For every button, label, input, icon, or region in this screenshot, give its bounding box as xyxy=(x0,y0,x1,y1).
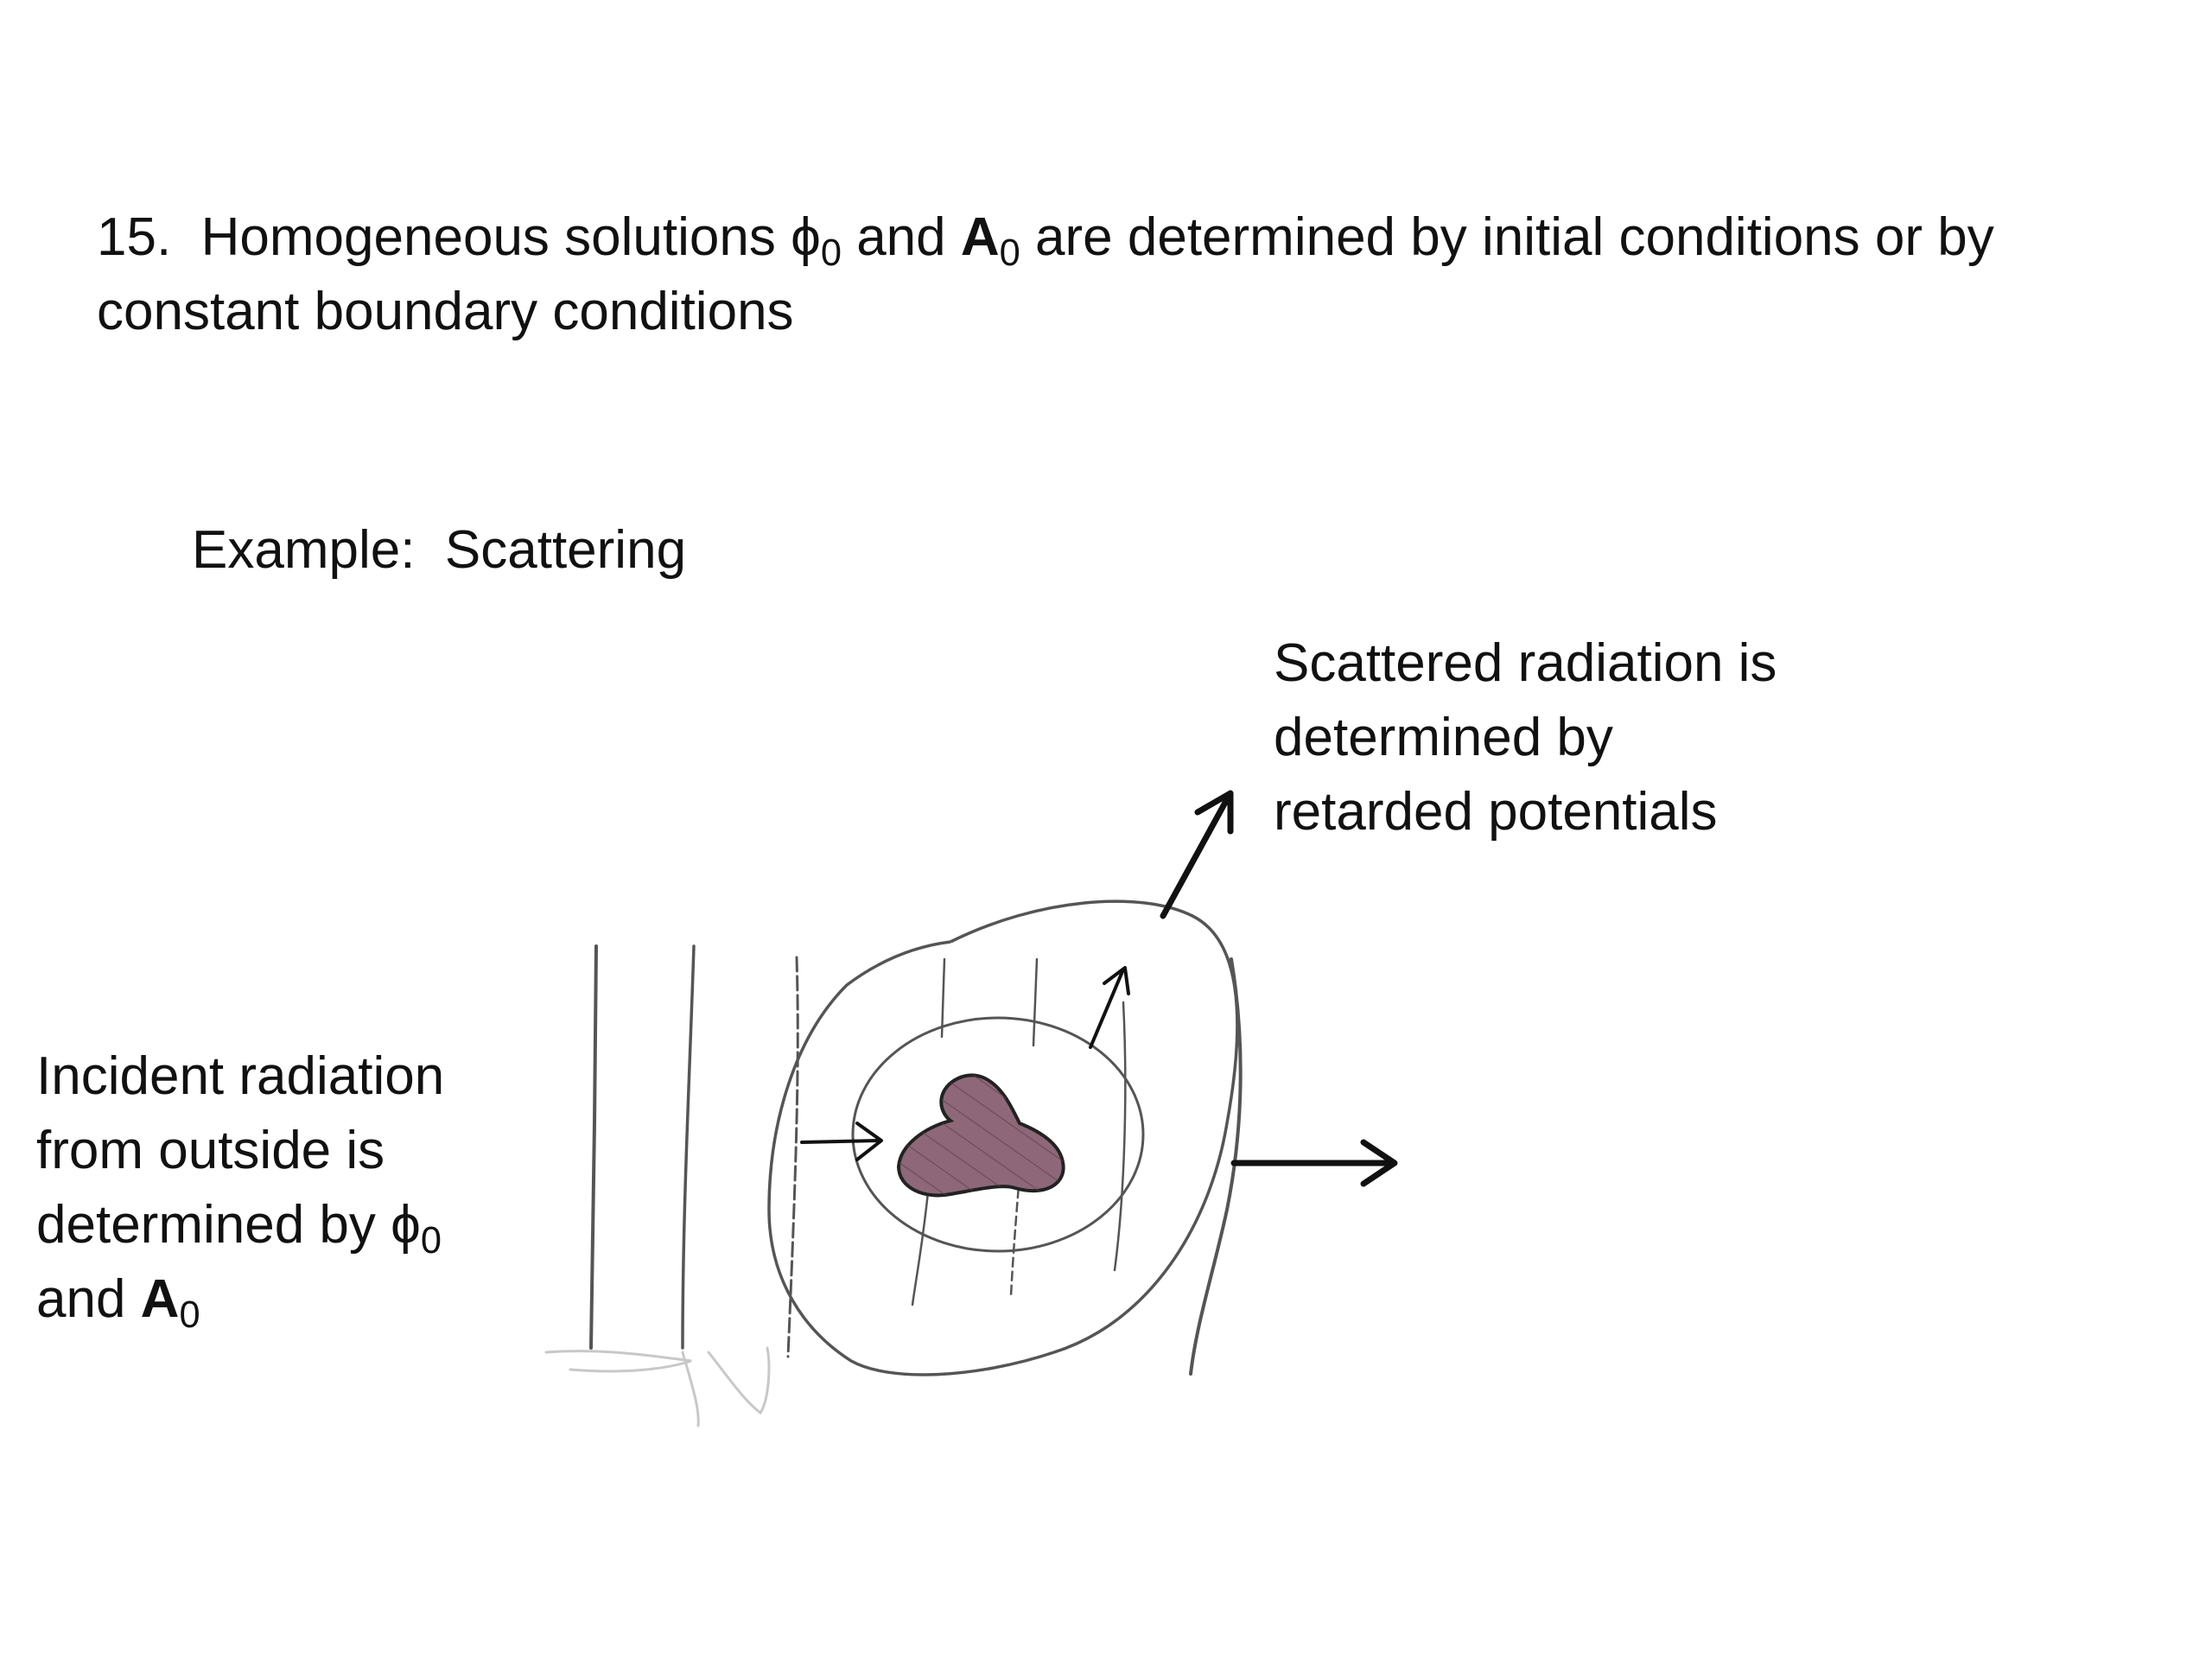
scattered-caption-line-3: retarded potentials xyxy=(1274,775,1777,849)
incident-radiation-caption: Incident radiation from outside is deter… xyxy=(36,1039,444,1337)
pencil-scribble xyxy=(546,1348,769,1426)
scattered-radiation-caption: Scattered radiation is determined by ret… xyxy=(1274,626,1777,849)
scatterer-hatching xyxy=(899,1075,1064,1195)
incident-caption-line-3-text: determined by xyxy=(36,1195,391,1255)
incident-caption-line-3: determined by ϕ0 xyxy=(36,1188,444,1262)
wavefront-line xyxy=(912,1184,929,1305)
wavefront-line xyxy=(1033,959,1037,1046)
incident-caption-line-2: from outside is xyxy=(36,1114,444,1188)
large-scattered-arrow xyxy=(1163,793,1230,916)
incident-a-symbol: A xyxy=(141,1269,180,1329)
wavefront-line xyxy=(591,946,596,1348)
incident-caption-line-4-text: and xyxy=(36,1269,141,1329)
wavefront-line xyxy=(1191,959,1241,1374)
incident-phi-subscript: 0 xyxy=(421,1220,442,1262)
incident-arrow xyxy=(802,1123,881,1160)
incident-phi-symbol: ϕ xyxy=(391,1195,421,1255)
forward-scattered-arrow xyxy=(1234,1142,1395,1184)
wavefront-line xyxy=(1115,1002,1125,1270)
wavefront-line xyxy=(683,946,694,1348)
incident-a-subscript: 0 xyxy=(179,1294,200,1336)
scattered-caption-line-2: determined by xyxy=(1274,701,1777,775)
incident-caption-line-4: and A0 xyxy=(36,1262,444,1337)
incident-caption-line-1: Incident radiation xyxy=(36,1039,444,1114)
wavefront-line xyxy=(1011,1175,1020,1296)
scattered-caption-line-1: Scattered radiation is xyxy=(1274,626,1777,701)
